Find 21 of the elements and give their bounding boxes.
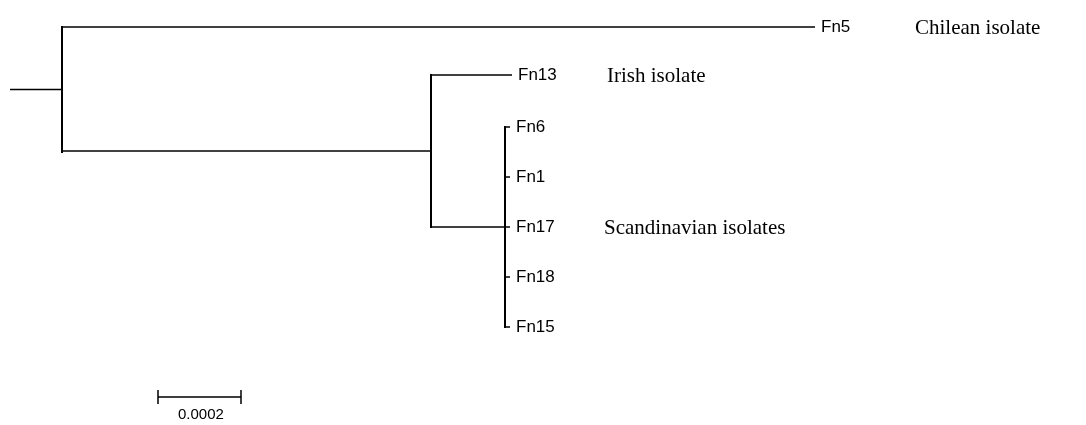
group-label: Chilean isolate	[915, 15, 1041, 39]
tree-branch	[62, 150, 431, 152]
taxon-label: Fn6	[515, 116, 546, 138]
tree-branch	[431, 226, 505, 228]
tree-branch	[505, 226, 511, 228]
taxon-label: Fn1	[515, 166, 546, 188]
taxon-label: Fn15	[515, 316, 555, 338]
tree-branch	[9, 88, 62, 91]
taxon-label: Fn5	[820, 16, 851, 38]
taxon-label: Fn17	[515, 216, 555, 238]
tree-branch	[62, 26, 816, 28]
group-label: Scandinavian isolates	[604, 215, 786, 239]
tree-branch	[505, 276, 511, 278]
scale-value: 0.0002	[178, 406, 224, 422]
tree-branch	[505, 176, 511, 178]
tree-branch	[505, 326, 511, 328]
tree-branch	[505, 126, 511, 128]
taxon-label: Fn18	[515, 266, 555, 288]
group-label: Irish isolate	[607, 63, 706, 87]
tree-branch	[431, 74, 513, 76]
taxon-label: Fn13	[517, 64, 557, 86]
